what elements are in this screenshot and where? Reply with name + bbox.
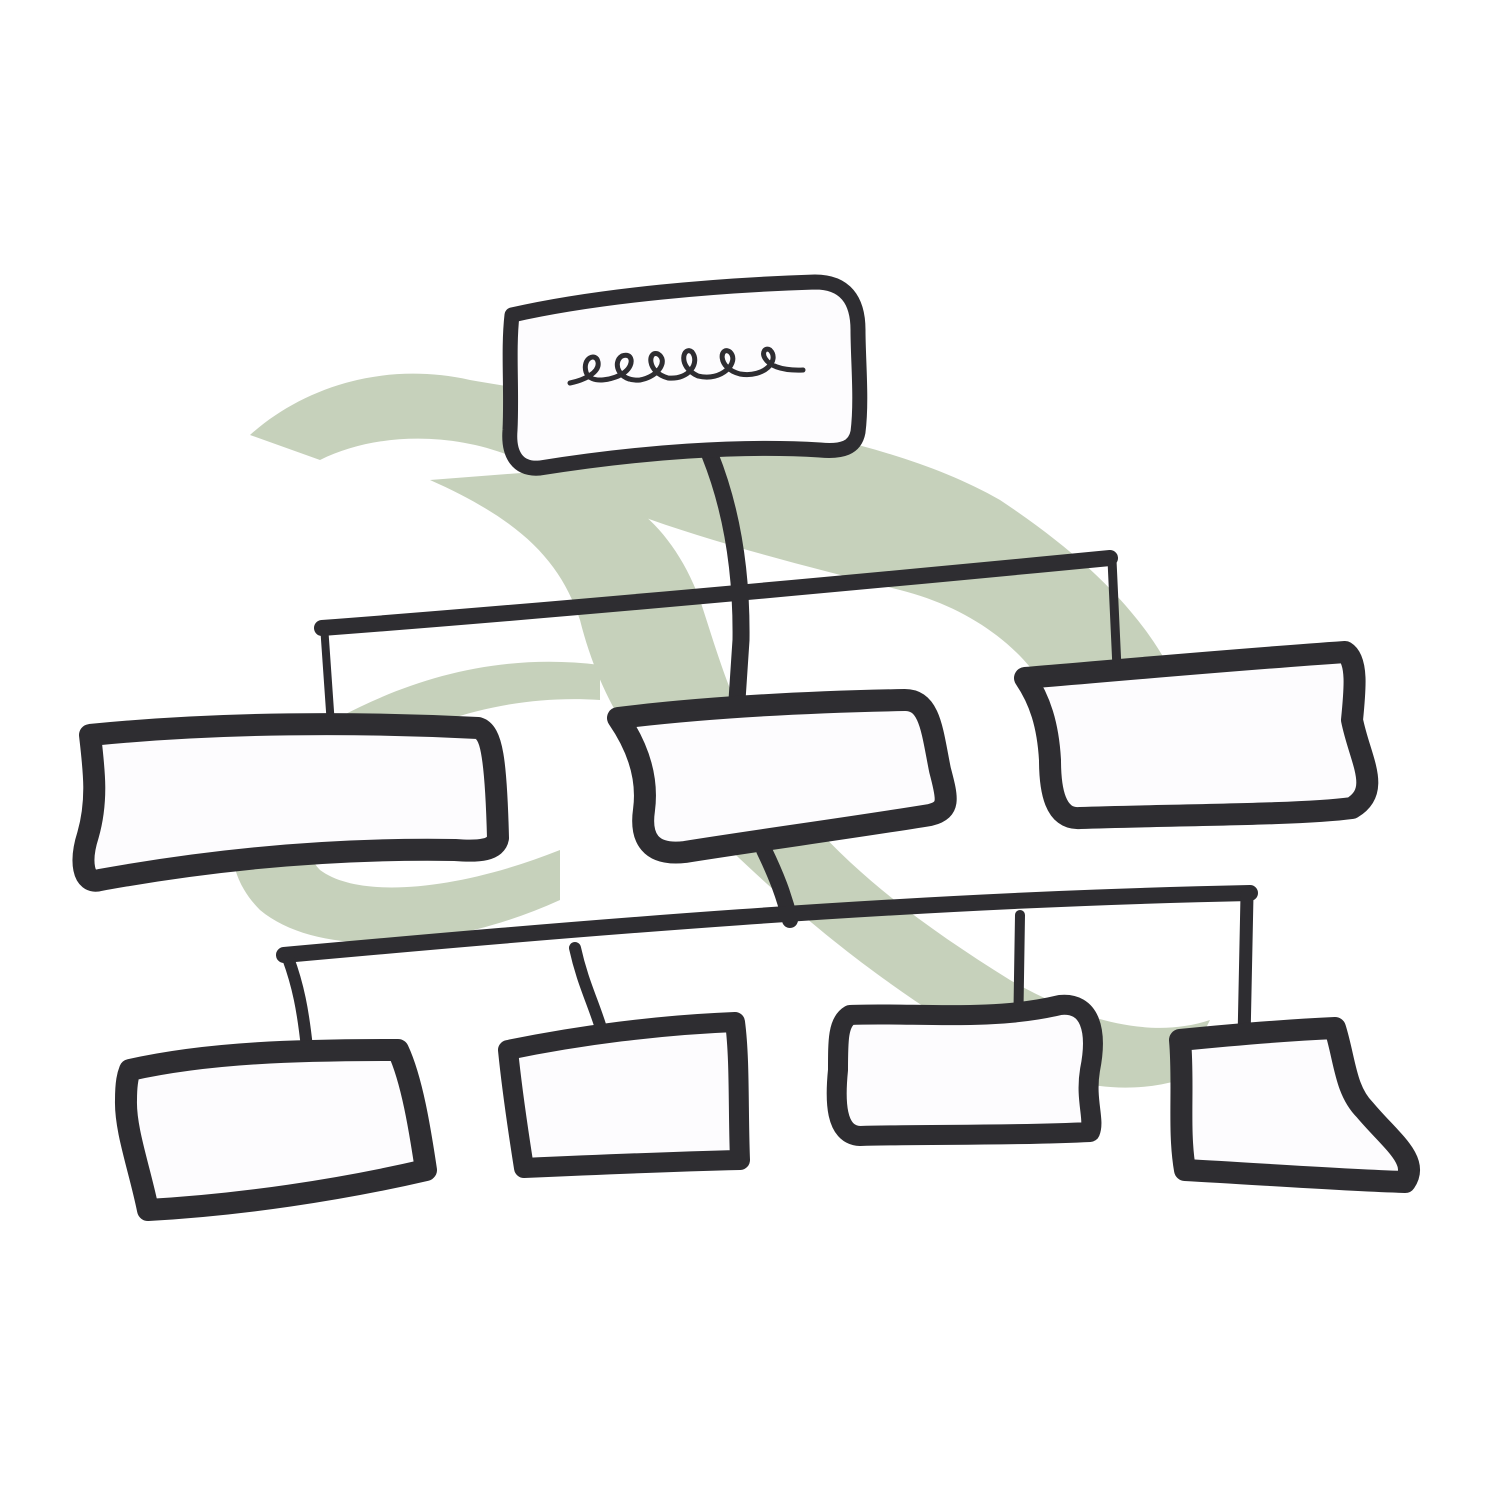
level1-nodes (72, 641, 1379, 892)
root-node-scribble (567, 346, 806, 386)
node-l2-a (114, 1039, 437, 1221)
node-l2-d (1169, 1017, 1420, 1193)
swash-cross-band (430, 470, 1210, 1088)
node-l2-b (498, 1012, 750, 1178)
root-node (502, 274, 868, 476)
level2-nodes (114, 994, 1420, 1221)
level2-drop-a (282, 952, 313, 1054)
level2-bar (276, 885, 1258, 963)
node-l1-left (72, 713, 509, 892)
level2-drop-b (569, 942, 606, 1031)
node-l1-center (607, 689, 957, 864)
root-stem (701, 446, 750, 709)
level2-drop-d (1237, 888, 1254, 1047)
node-l1-right (1014, 641, 1379, 829)
level1-bar (314, 550, 1118, 636)
node-l2-c (826, 994, 1103, 1146)
